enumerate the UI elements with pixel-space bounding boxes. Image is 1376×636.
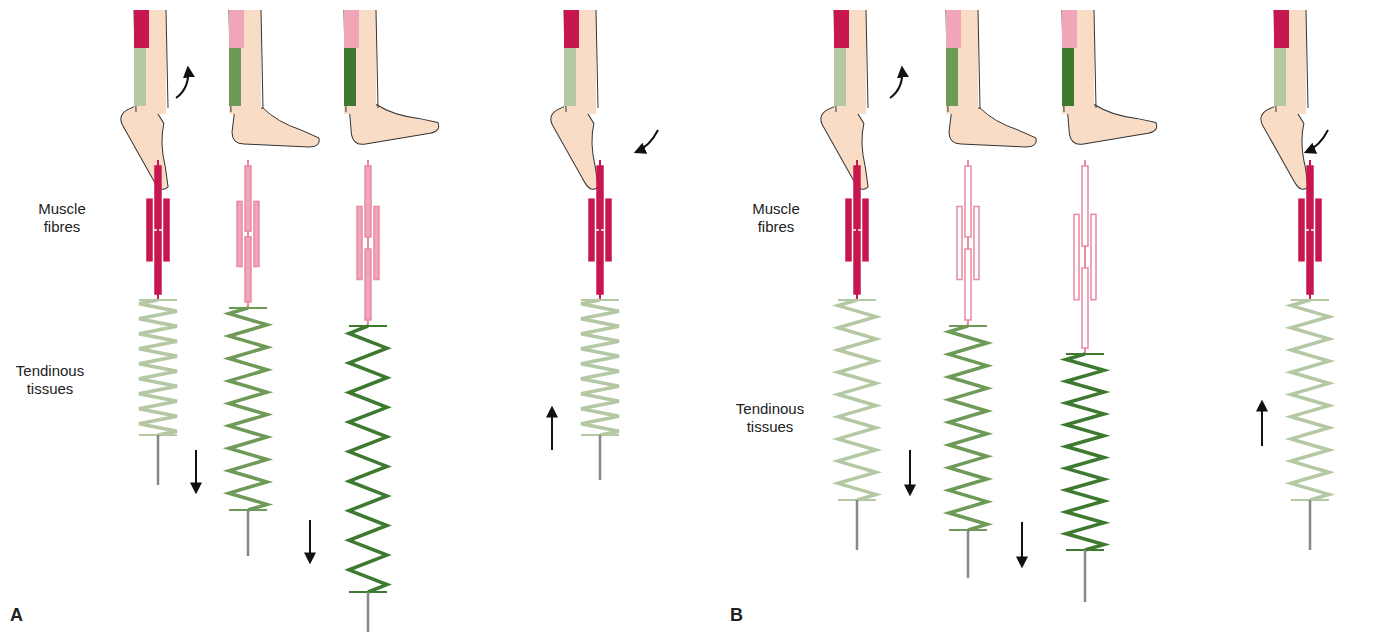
rotation-arrow: [890, 68, 902, 98]
leg-foot: [229, 10, 319, 147]
leg-foot: [344, 10, 440, 149]
panel-letter: B: [730, 606, 760, 624]
direction-arrow: [1261, 402, 1263, 446]
rotation-arrow: [176, 68, 188, 98]
part-label: Tendinous tissues: [4, 362, 96, 398]
tendon-spring: [581, 300, 619, 480]
tendon-spring: [1066, 354, 1104, 602]
direction-arrow: [195, 450, 197, 492]
direction-arrow: [551, 408, 553, 450]
direction-arrow: [309, 520, 311, 562]
rotation-arrow: [636, 130, 658, 152]
tendon-spring: [1291, 300, 1329, 550]
panel-letter: A: [10, 606, 40, 624]
tendon-spring: [229, 308, 267, 556]
part-label: Muscle fibres: [736, 200, 816, 236]
tendon-spring: [349, 326, 387, 632]
muscle-fibres: [846, 160, 868, 300]
muscle-fibres: [1074, 160, 1096, 354]
muscle-fibres: [589, 160, 611, 300]
leg-foot: [114, 10, 193, 192]
leg-foot: [946, 10, 1036, 147]
muscle-fibres: [237, 160, 259, 308]
leg-foot: [814, 10, 893, 192]
tendon-spring: [949, 326, 987, 578]
muscle-fibres: [1299, 160, 1321, 300]
tendon-spring: [838, 300, 876, 550]
muscle-fibres: [957, 160, 979, 326]
leg-foot: [1254, 10, 1333, 192]
muscle-fibres: [357, 160, 379, 326]
muscle-fibres: [147, 160, 169, 300]
leg-foot: [544, 10, 623, 192]
tendon-spring: [139, 300, 177, 485]
direction-arrow: [909, 450, 911, 494]
direction-arrow: [1021, 522, 1023, 566]
leg-foot: [1062, 10, 1158, 149]
part-label: Muscle fibres: [22, 200, 102, 236]
rotation-arrow: [1306, 130, 1328, 152]
part-label: Tendinous tissues: [724, 400, 816, 436]
